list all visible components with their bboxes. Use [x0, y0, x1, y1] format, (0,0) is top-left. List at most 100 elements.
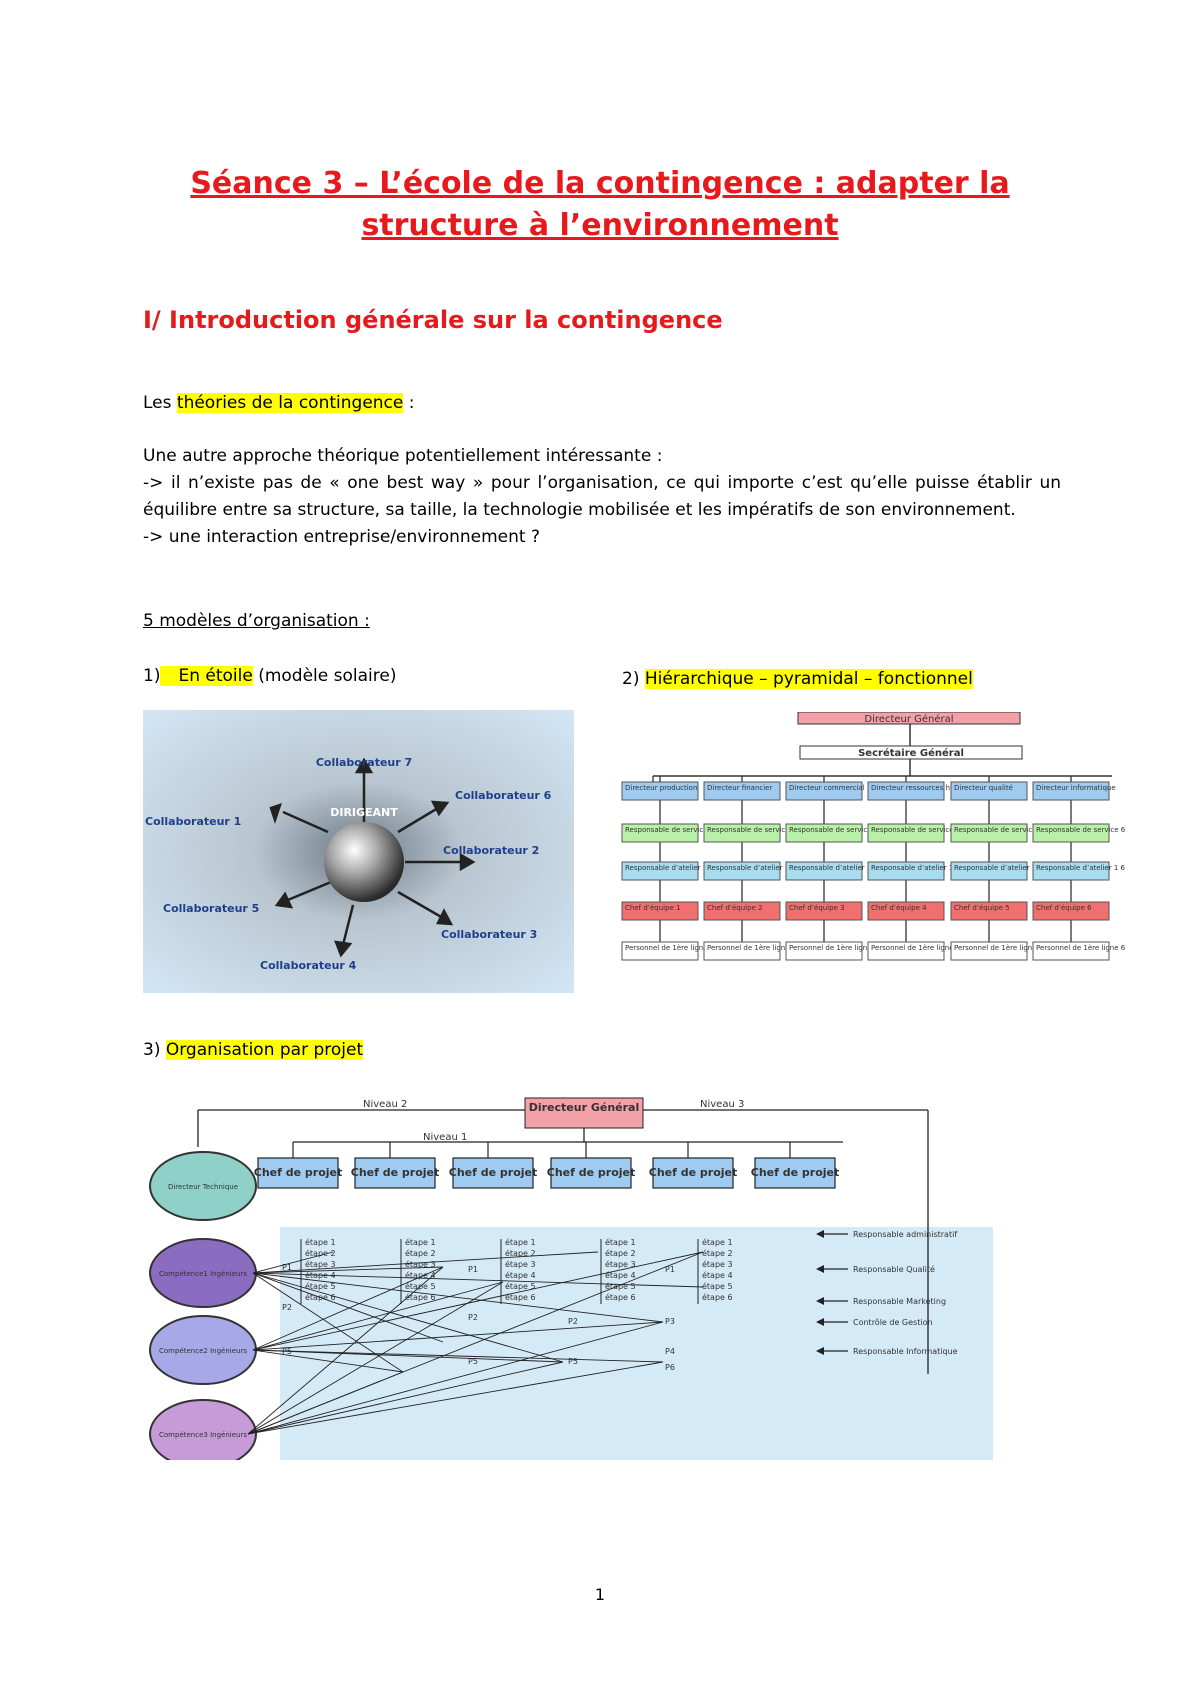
- model-2-label: Hiérarchique – pyramidal – fonctionnel: [645, 669, 973, 689]
- hier-teams-label-2: Chef d’équipe 2: [707, 904, 763, 912]
- project-label-5: P2: [468, 1313, 478, 1322]
- hier-services-label-5: Responsable de service 5: [954, 826, 1043, 834]
- hier-teams-label-6: Chef d’équipe 6: [1036, 904, 1092, 912]
- step-label-2-1: étape 1: [405, 1237, 436, 1247]
- hier-top-label: Directeur Général: [864, 713, 953, 725]
- hier-teams-label-1: Chef d’équipe 1: [625, 904, 681, 912]
- right-label-3: Responsable Marketing: [853, 1297, 946, 1306]
- hierarchy-diagram: Directeur Général Secrétaire Général Dir…: [620, 712, 1147, 986]
- chef-projet-label-1: Chef de projet: [254, 1166, 343, 1179]
- competence-label-3: Compétence2 Ingénieurs: [159, 1347, 247, 1355]
- competence-label-1: Directeur Technique: [168, 1183, 238, 1191]
- step-label-5-4: étape 4: [702, 1270, 733, 1280]
- step-label-2-6: étape 6: [405, 1292, 436, 1302]
- model-1-number: 1): [143, 666, 160, 686]
- project-label-12: P6: [665, 1363, 675, 1372]
- intro-highlight: théories de la contingence: [177, 393, 403, 413]
- collab-3-label: Collaborateur 3: [441, 928, 537, 941]
- project-area: [280, 1227, 993, 1460]
- hier-directors-label-1: Directeur production: [625, 784, 697, 792]
- competence-label-4: Compétence3 Ingénieurs: [159, 1431, 247, 1439]
- chef-projet-label-5: Chef de projet: [649, 1166, 738, 1179]
- project-label-2: P2: [282, 1303, 292, 1312]
- model-3-caption: 3) Organisation par projet: [143, 1037, 1061, 1064]
- collab-4-label: Collaborateur 4: [260, 959, 357, 972]
- hier-staff-label-4: Personnel de 1ère ligne 4: [871, 944, 961, 952]
- step-label-4-4: étape 4: [605, 1270, 636, 1280]
- hier-workshops-label-5: Responsable d’atelier 1 5: [954, 864, 1043, 872]
- hier-services-label-1: Responsable de service 1: [625, 826, 714, 834]
- project-label-4: P1: [468, 1265, 478, 1274]
- collab-2-label: Collaborateur 2: [443, 844, 539, 857]
- hier-services-label-4: Responsable de service 4: [871, 826, 961, 834]
- step-label-3-3: étape 3: [505, 1259, 536, 1269]
- hier-staff-label-5: Personnel de 1ère ligne 5: [954, 944, 1043, 952]
- project-top-label: Directeur Général: [529, 1101, 640, 1114]
- model-1-suffix: (modèle solaire): [253, 666, 397, 686]
- intro-prefix: Les: [143, 393, 177, 413]
- level-3-label: Niveau 3: [700, 1099, 744, 1110]
- step-label-4-6: étape 6: [605, 1292, 636, 1302]
- right-label-2: Responsable Qualité: [853, 1264, 935, 1274]
- step-label-5-2: étape 2: [702, 1248, 733, 1258]
- step-label-3-6: étape 6: [505, 1292, 536, 1302]
- hier-directors-label-5: Directeur qualité: [954, 784, 1013, 792]
- intro-suffix: :: [403, 393, 414, 413]
- hier-workshops-label-6: Responsable d’atelier 1 6: [1036, 864, 1126, 872]
- step-label-1-1: étape 1: [305, 1237, 336, 1247]
- paragraph: Une autre approche théorique potentielle…: [143, 443, 1061, 551]
- dirigeant-sphere: [324, 822, 404, 902]
- model-1-label: En étoile: [160, 666, 252, 686]
- section-heading: I/ Introduction générale sur la continge…: [143, 306, 723, 334]
- hier-directors-label-2: Directeur financier: [707, 784, 772, 792]
- model-2-caption: 2) Hiérarchique – pyramidal – fonctionne…: [622, 666, 1062, 693]
- step-label-1-2: étape 2: [305, 1248, 336, 1258]
- hier-workshops-label-4: Responsable d’atelier 1 4: [871, 864, 961, 872]
- step-label-3-1: étape 1: [505, 1237, 536, 1247]
- model-2-number: 2): [622, 669, 645, 689]
- competence-label-2: Compétence1 Ingénieurs: [159, 1270, 247, 1278]
- right-label-1: Responsable administratif: [853, 1230, 957, 1239]
- model-1-caption: 1)En étoile (modèle solaire): [143, 663, 563, 690]
- paragraph-line-3: -> une interaction entreprise/environnem…: [143, 524, 1061, 551]
- project-label-10: P3: [665, 1317, 675, 1326]
- chef-projet-label-3: Chef de projet: [449, 1166, 538, 1179]
- hier-workshops-label-3: Responsable d’atelier 1 3: [789, 864, 878, 872]
- step-label-4-1: étape 1: [605, 1237, 636, 1247]
- level-1-label: Niveau 1: [423, 1132, 467, 1143]
- step-label-1-3: étape 3: [305, 1259, 336, 1269]
- star-diagram: DIRIGEANT Collaborateur 7 Collaborateur …: [143, 710, 574, 993]
- center-label: DIRIGEANT: [330, 806, 398, 819]
- collab-1-label: Collaborateur 1: [145, 815, 241, 828]
- step-label-3-4: étape 4: [505, 1270, 536, 1280]
- hier-services-label-2: Responsable de service 2: [707, 826, 796, 834]
- hier-services-label-3: Responsable de service 3: [789, 826, 878, 834]
- paragraph-line-1: Une autre approche théorique potentielle…: [143, 443, 1061, 470]
- project-label-11: P4: [665, 1347, 675, 1356]
- chef-projet-label-4: Chef de projet: [547, 1166, 636, 1179]
- chef-projet-label-6: Chef de projet: [751, 1166, 840, 1179]
- models-heading: 5 modèles d’organisation :: [143, 608, 1061, 635]
- hier-staff-label-1: Personnel de 1ère ligne 1: [625, 944, 714, 952]
- step-label-5-3: étape 3: [702, 1259, 733, 1269]
- hier-staff-label-2: Personnel de 1ère ligne 2: [707, 944, 796, 952]
- hier-staff-label-6: Personnel de 1ère ligne 6: [1036, 944, 1126, 952]
- chef-projet-label-2: Chef de projet: [351, 1166, 440, 1179]
- hier-teams-label-3: Chef d’équipe 3: [789, 904, 845, 912]
- intro-line: Les théories de la contingence :: [143, 390, 1061, 417]
- project-label-8: P5: [568, 1357, 578, 1366]
- right-label-4: Contrôle de Gestion: [853, 1317, 933, 1327]
- right-label-5: Responsable Informatique: [853, 1347, 958, 1356]
- hier-workshops-label-1: Responsable d’atelier 1 1: [625, 864, 714, 872]
- collab-6-label: Collaborateur 6: [455, 789, 552, 802]
- hier-staff-label-3: Personnel de 1ère ligne 3: [789, 944, 878, 952]
- project-diagram: Directeur Général Niveau 2 Niveau 3 Nive…: [143, 1092, 993, 1460]
- level-2-label: Niveau 2: [363, 1099, 407, 1110]
- model-3-number: 3): [143, 1040, 166, 1060]
- page-number: 1: [0, 1585, 1200, 1604]
- hier-directors-label-3: Directeur commercial: [789, 784, 865, 792]
- step-label-5-6: étape 6: [702, 1292, 733, 1302]
- step-label-5-5: étape 5: [702, 1281, 733, 1291]
- step-label-2-2: étape 2: [405, 1248, 436, 1258]
- hier-workshops-label-2: Responsable d’atelier 1 2: [707, 864, 796, 872]
